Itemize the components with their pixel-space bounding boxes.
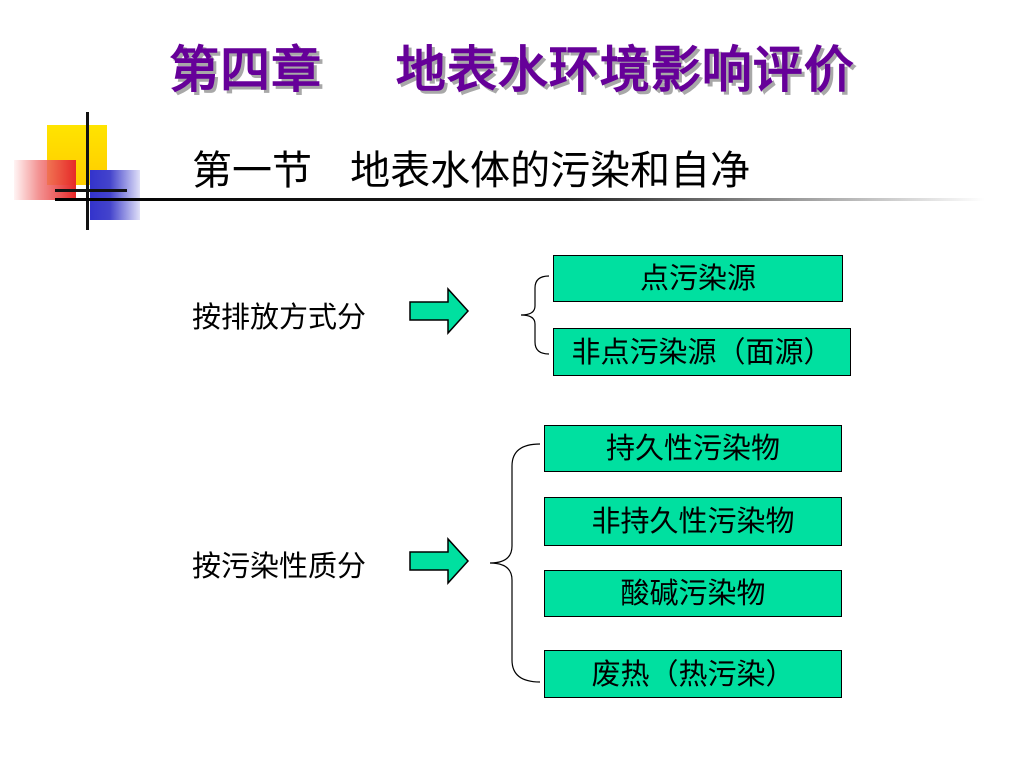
title-underline — [55, 198, 985, 201]
group-label-pollution-nature: 按污染性质分 — [192, 549, 367, 583]
decoration-vertical-line — [86, 112, 89, 230]
group-label-discharge-mode: 按排放方式分 — [192, 300, 367, 334]
box-non-point-source: 非点污染源（面源） — [553, 328, 851, 376]
box-point-source: 点污染源 — [553, 255, 843, 302]
box-persistent-pollutant: 持久性污染物 — [544, 425, 842, 472]
page-title: 第四章 地表水环境影响评价 — [169, 40, 855, 99]
decoration-horizontal-line — [55, 189, 127, 192]
brace-group-2 — [489, 443, 541, 683]
decoration-red-bar — [14, 160, 76, 200]
arrow-right-icon — [409, 287, 470, 335]
box-acid-base-pollutant: 酸碱污染物 — [544, 570, 842, 617]
decoration-blue-square — [90, 170, 140, 220]
brace-group-1 — [520, 275, 550, 355]
box-non-persistent-pollutant: 非持久性污染物 — [544, 497, 842, 546]
arrow-right-icon — [409, 537, 470, 585]
section-title: 第一节 地表水体的污染和自净 — [192, 148, 751, 194]
box-waste-heat: 废热（热污染） — [544, 650, 842, 698]
